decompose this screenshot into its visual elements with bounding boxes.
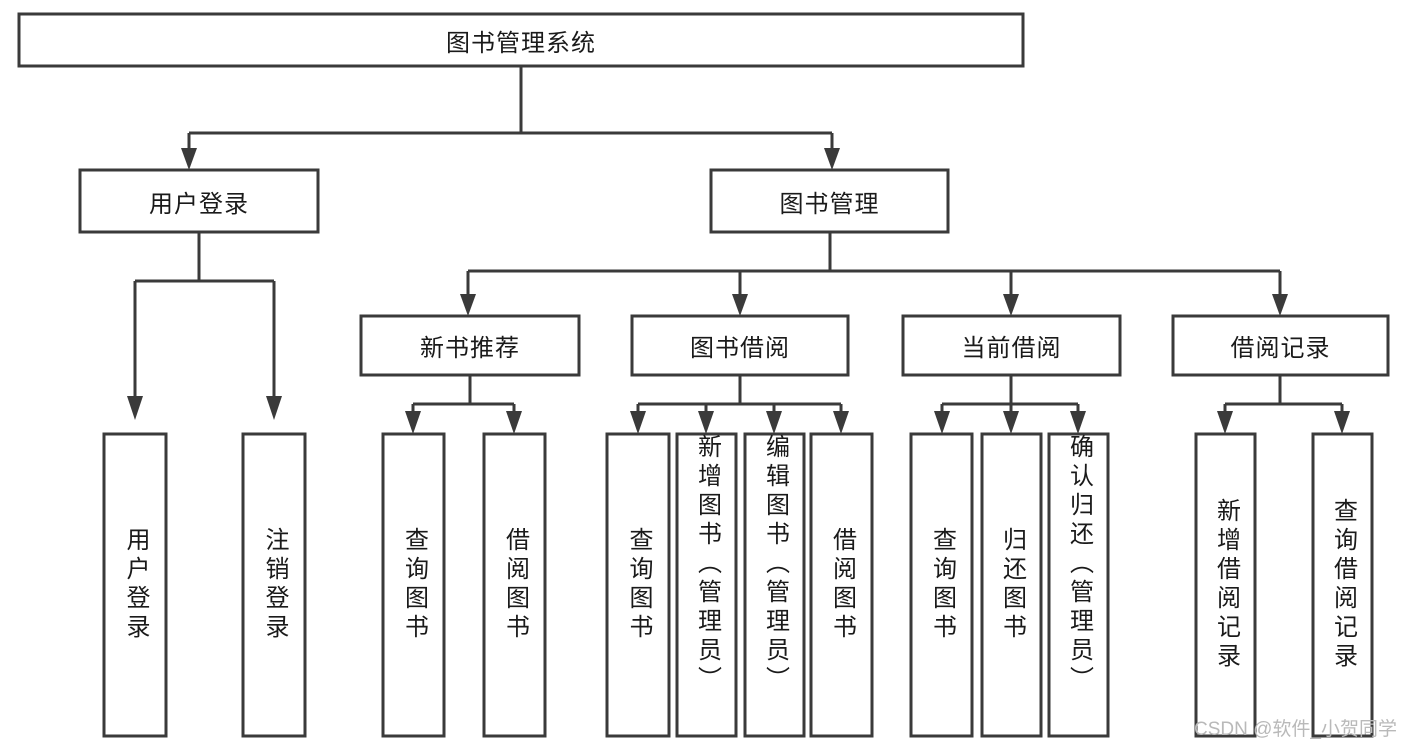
node-leaf-user-login[interactable] bbox=[102, 432, 168, 738]
node-book-management[interactable] bbox=[709, 168, 950, 234]
node-leaf-query-book-1[interactable] bbox=[381, 432, 446, 738]
node-leaf-add-book-admin[interactable] bbox=[675, 432, 738, 738]
node-borrow-record[interactable] bbox=[1171, 314, 1390, 377]
connector-root-to-level2 bbox=[181, 66, 840, 170]
node-leaf-borrow-book-2[interactable] bbox=[809, 432, 874, 738]
node-new-book-recommend[interactable] bbox=[359, 314, 581, 377]
node-leaf-query-borrow-record[interactable] bbox=[1311, 432, 1374, 738]
node-leaf-return-book[interactable] bbox=[980, 432, 1043, 738]
node-leaf-logout[interactable] bbox=[241, 432, 307, 738]
node-root[interactable] bbox=[17, 12, 1025, 68]
connector-bookmgmt-to-level3 bbox=[460, 232, 1288, 316]
connector-currentborrow-to-leaves bbox=[934, 375, 1086, 434]
node-leaf-query-book-2[interactable] bbox=[605, 432, 671, 738]
connector-bookborrow-to-leaves bbox=[630, 375, 849, 434]
node-leaf-add-borrow-record[interactable] bbox=[1194, 432, 1257, 738]
node-leaf-confirm-return-admin[interactable] bbox=[1047, 432, 1110, 738]
node-leaf-query-book-3[interactable] bbox=[909, 432, 974, 738]
node-current-borrow[interactable] bbox=[901, 314, 1122, 377]
connector-newbook-to-leaves bbox=[405, 375, 522, 434]
connector-userlogin-to-leaves bbox=[127, 232, 282, 420]
node-leaf-edit-book-admin[interactable] bbox=[743, 432, 806, 738]
node-user-login[interactable] bbox=[78, 168, 320, 234]
node-leaf-borrow-book-1[interactable] bbox=[482, 432, 547, 738]
node-book-borrow[interactable] bbox=[630, 314, 850, 377]
connector-borrowrecord-to-leaves bbox=[1217, 375, 1350, 434]
